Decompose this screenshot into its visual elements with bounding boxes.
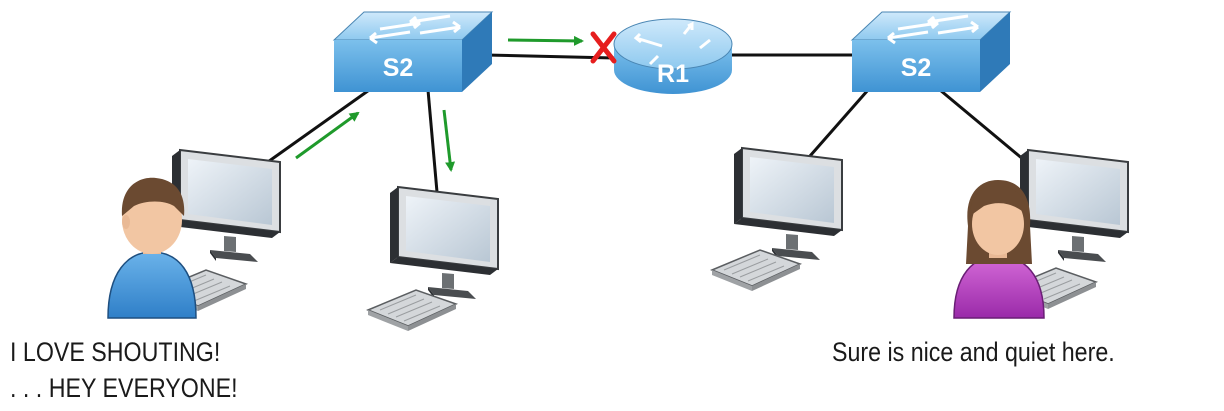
red-x-icon — [590, 31, 617, 64]
caption-left: I LOVE SHOUTING! . . . HEY EVERYONE! — [10, 334, 238, 406]
person-right-icon — [953, 180, 1045, 319]
switch-right-label: S2 — [901, 54, 932, 82]
switch-left-label: S2 — [383, 54, 414, 82]
link-pc-left-to-switch-left — [264, 86, 373, 166]
caption-right: Sure is nice and quiet here. — [832, 337, 1115, 367]
desktop-computer-middle-icon[interactable] — [367, 186, 499, 332]
switch-right-icon[interactable]: S2 — [850, 11, 1012, 92]
links — [264, 53, 1025, 193]
arrow-pc-to-switch — [295, 111, 360, 160]
arrow-switch-to-router — [507, 35, 584, 46]
arrow-switch-to-pc-middle — [442, 109, 456, 172]
caption-left-line1: I LOVE SHOUTING! — [10, 337, 221, 367]
router-label: R1 — [657, 60, 689, 88]
router-icon[interactable]: R1 — [613, 18, 733, 94]
person-left-icon — [107, 177, 197, 319]
caption-left-line2: . . . HEY EVERYONE! — [10, 373, 238, 403]
link-switch-right-to-pc-right1 — [808, 89, 870, 157]
link-switch-right-to-pc-right2 — [939, 88, 1025, 162]
switch-left-icon[interactable]: S2 — [332, 11, 494, 92]
traffic-arrows — [295, 35, 584, 172]
link-switch-left-to-pc-middle — [426, 89, 439, 193]
desktop-computer-right1-icon[interactable] — [711, 147, 843, 292]
